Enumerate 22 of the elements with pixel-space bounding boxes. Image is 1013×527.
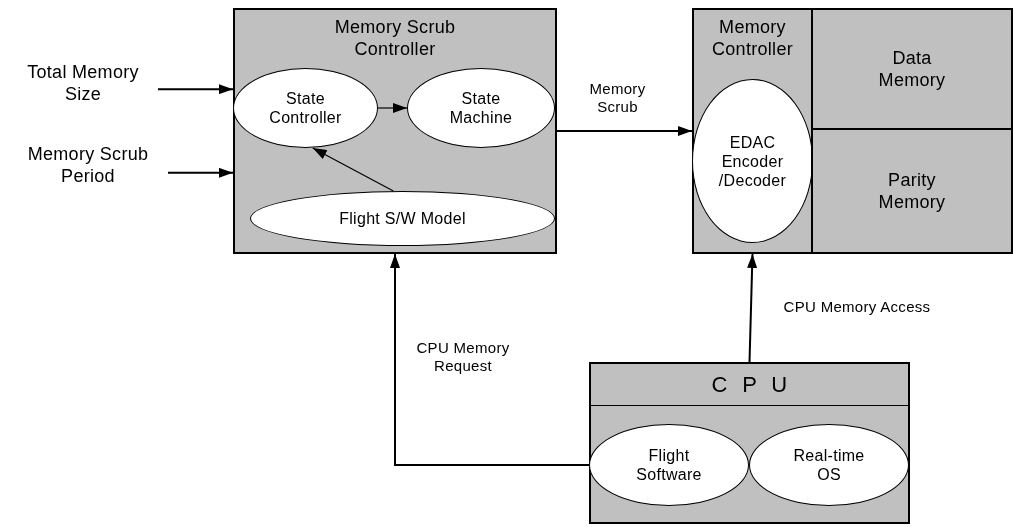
block-title: Parity Memory (877, 169, 947, 213)
process-ellipse: Real-time OS (749, 424, 909, 506)
process-ellipse: State Machine (407, 68, 555, 148)
controller-block (233, 8, 557, 254)
process-ellipse: EDAC Encoder /Decoder (692, 79, 813, 243)
arrow (312, 147, 394, 192)
process-ellipse: Flight Software (589, 424, 749, 506)
block-title: Data Memory (877, 47, 947, 91)
input-label: Total Memory Size (26, 61, 140, 105)
process-ellipse: Flight S/W Model (250, 191, 555, 246)
arrow (747, 253, 758, 363)
arrow (377, 103, 408, 113)
block-title: Memory Scrub Controller (333, 16, 457, 60)
arrow (556, 126, 693, 136)
block-title: C P U (711, 371, 788, 398)
input-label: Memory Scrub Period (26, 143, 150, 187)
arrow (167, 167, 234, 178)
arrow (390, 253, 590, 466)
cpu-block (589, 362, 910, 524)
arrow (157, 84, 234, 95)
block-title: Memory Controller (711, 16, 794, 60)
process-ellipse: State Controller (233, 68, 378, 148)
